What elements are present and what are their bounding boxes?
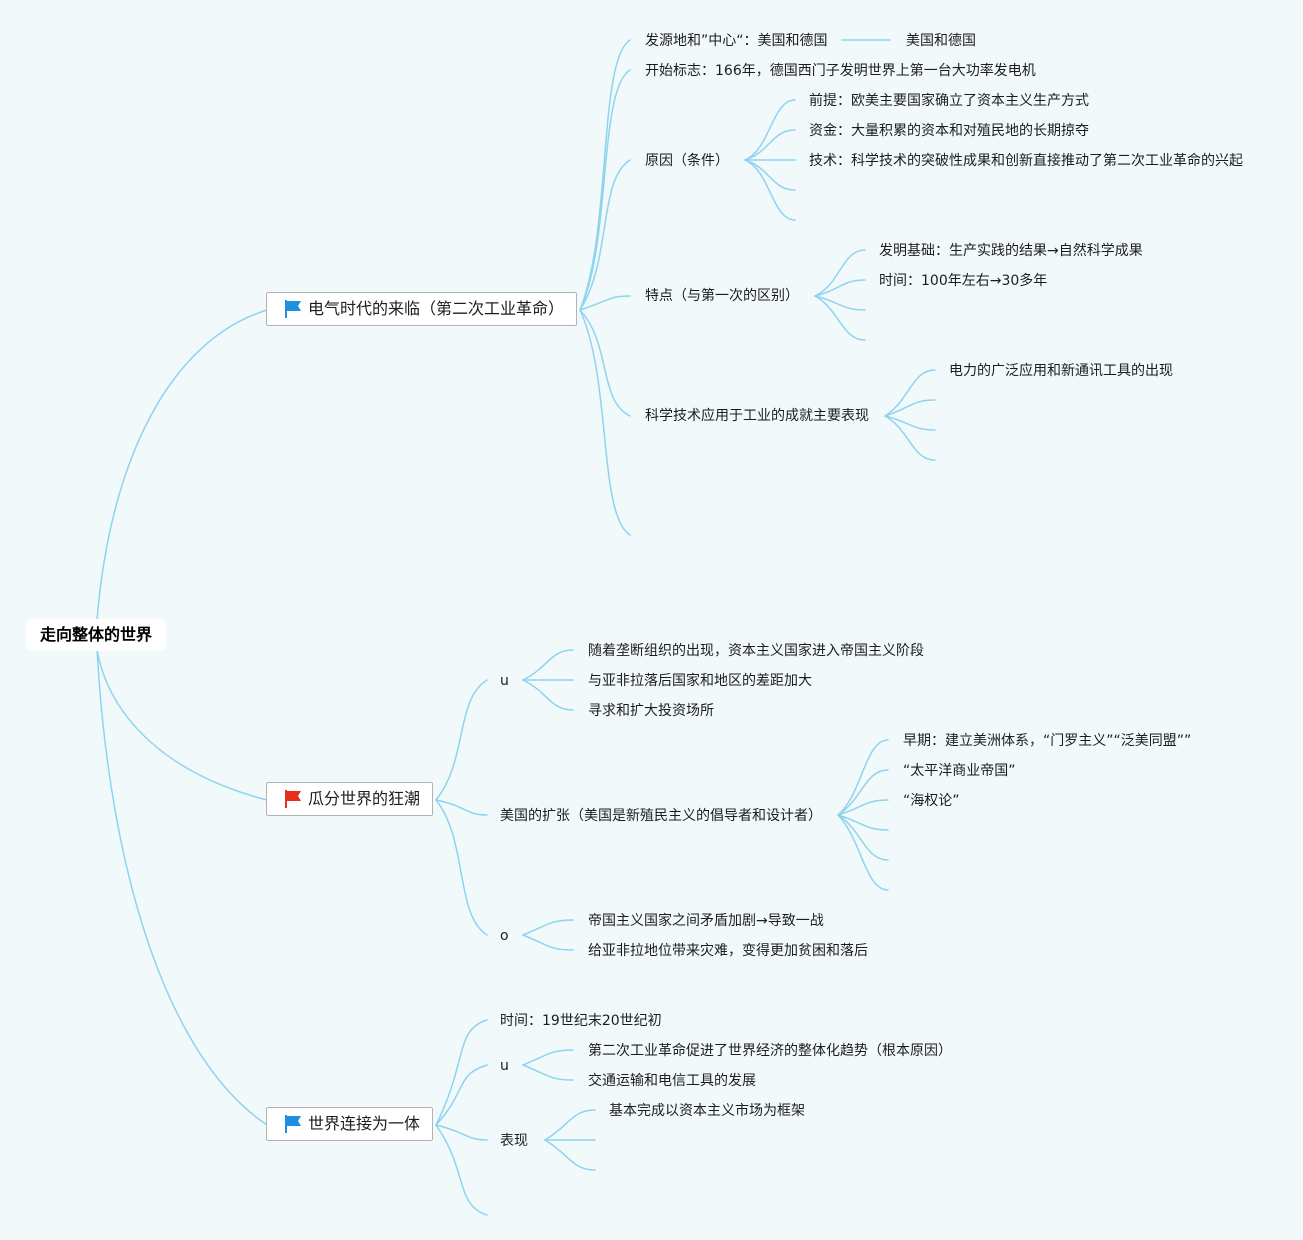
branch-topic-label: 电气时代的来临（第二次工业革命） <box>308 299 565 318</box>
link-b0c2-g3 <box>744 159 796 191</box>
topic-origin[interactable]: 发源地和”中心“：美国和德国 <box>645 33 828 49</box>
link-b0c3-g0 <box>814 249 866 297</box>
topic-reason-technology[interactable]: 技术：科学技术的突破性成果和创新直接推动了第二次工业革命的兴起 <box>809 153 1243 169</box>
topic-feature-invention-basis[interactable]: 发明基础：生产实践的结果→自然科学成果 <box>879 243 1143 259</box>
link-b0-c4 <box>579 309 631 417</box>
link-b1c1-g3 <box>837 814 889 831</box>
link-root-b1 <box>96 649 268 801</box>
link-b0-c2 <box>579 159 631 311</box>
topic-reason-premise[interactable]: 前提：欧美主要国家确立了资本主义生产方式 <box>809 93 1089 109</box>
link-b1c0-g0 <box>522 649 574 681</box>
topic-investment[interactable]: 寻求和扩大投资场所 <box>588 703 714 719</box>
topic-gap-widens[interactable]: 与亚非拉落后国家和地区的差距加大 <box>588 673 812 689</box>
link-b1c1-g5 <box>837 814 889 891</box>
topic-early-period[interactable]: 早期：建立美洲体系，“门罗主义”“泛美同盟”” <box>903 733 1192 749</box>
link-b0c2-g4 <box>744 159 796 221</box>
link-b0c4-g0 <box>884 369 936 417</box>
branch-topic-label: 世界连接为一体 <box>308 1114 421 1133</box>
branch-topic-world-connected[interactable]: 世界连接为一体 <box>266 1107 434 1141</box>
link-b0-c1 <box>579 69 631 311</box>
topic-feature-time[interactable]: 时间：100年左右→30多年 <box>879 273 1048 289</box>
flag-icon <box>283 1114 303 1134</box>
topic-sea-power[interactable]: “海权论” <box>903 793 960 809</box>
link-b2-c1 <box>435 1064 488 1126</box>
topic-transport[interactable]: 交通运输和电信工具的发展 <box>588 1073 756 1089</box>
root-topic-label: 走向整体的世界 <box>40 625 153 644</box>
link-b0c3-g3 <box>814 295 866 341</box>
topic-start-sign[interactable]: 开始标志：166年，德国西门子发明世界上第一台大功率发电机 <box>645 63 1036 79</box>
flag-icon <box>283 299 303 319</box>
topic-u-marker-2[interactable]: u <box>500 1058 509 1074</box>
link-b0c3-g1 <box>814 279 866 297</box>
link-b2-c3 <box>435 1124 488 1216</box>
topic-o-marker[interactable]: o <box>500 928 509 944</box>
topic-conflict-ww1[interactable]: 帝国主义国家之间矛盾加剧→导致一战 <box>588 913 824 929</box>
topic-reason-capital[interactable]: 资金：大量积累的资本和对殖民地的长期掠夺 <box>809 123 1089 139</box>
link-b0c4-g2 <box>884 415 936 431</box>
root-topic[interactable]: 走向整体的世界 <box>26 619 167 651</box>
link-root-b0 <box>96 309 268 621</box>
topic-pacific-empire[interactable]: “太平洋商业帝国” <box>903 763 1016 779</box>
link-b0c4-g3 <box>884 415 936 461</box>
link-b2c2-g2 <box>544 1139 596 1171</box>
link-b0c3-g2 <box>814 295 866 311</box>
link-b2c1-g0 <box>522 1049 574 1066</box>
link-b0-c3 <box>579 295 631 311</box>
link-b0c2-g0 <box>744 99 796 161</box>
topic-manifestation[interactable]: 表现 <box>500 1133 528 1149</box>
topic-achievements[interactable]: 科学技术应用于工业的成就主要表现 <box>645 408 869 424</box>
branch-topic-partition[interactable]: 瓜分世界的狂潮 <box>266 782 434 816</box>
link-b0c4-g1 <box>884 399 936 417</box>
link-b1c0-g2 <box>522 679 574 711</box>
link-b2c1-g1 <box>522 1064 574 1081</box>
link-b1c1-g0 <box>837 739 889 816</box>
branch-topic-electric-age[interactable]: 电气时代的来临（第二次工业革命） <box>266 292 578 326</box>
link-b1c1-g4 <box>837 814 889 861</box>
link-b1-c1 <box>435 799 488 816</box>
link-b0c2-g1 <box>744 129 796 161</box>
link-b1c1-g2 <box>837 799 889 816</box>
topic-disaster[interactable]: 给亚非拉地位带来灾难，变得更加贫困和落后 <box>588 943 868 959</box>
link-b1c2-g0 <box>522 919 574 936</box>
topic-u-marker[interactable]: u <box>500 673 509 689</box>
topic-achievement-electricity[interactable]: 电力的广泛应用和新通讯工具的出现 <box>949 363 1173 379</box>
topic-market-framework[interactable]: 基本完成以资本主义市场为框架 <box>609 1103 805 1119</box>
link-b0-c5 <box>579 309 631 536</box>
topic-origin-countries[interactable]: 美国和德国 <box>906 33 976 49</box>
branch-topic-label: 瓜分世界的狂潮 <box>308 789 421 808</box>
topic-features[interactable]: 特点（与第一次的区别） <box>645 288 799 304</box>
topic-reasons[interactable]: 原因（条件） <box>645 153 729 169</box>
link-b2-c0 <box>435 1019 488 1126</box>
link-b1c1-g1 <box>837 769 889 816</box>
link-b0-c0 <box>579 39 631 311</box>
link-b2-c2 <box>435 1124 488 1141</box>
topic-us-expansion[interactable]: 美国的扩张（美国是新殖民主义的倡导者和设计者） <box>500 808 822 824</box>
topic-imperialism-stage[interactable]: 随着垄断组织的出现，资本主义国家进入帝国主义阶段 <box>588 643 924 659</box>
link-root-b2 <box>96 649 268 1126</box>
topic-period[interactable]: 时间：19世纪末20世纪初 <box>500 1013 662 1029</box>
topic-root-cause[interactable]: 第二次工业革命促进了世界经济的整体化趋势（根本原因） <box>588 1043 952 1059</box>
link-b1-c0 <box>435 679 488 801</box>
flag-icon <box>283 789 303 809</box>
link-b1-c2 <box>435 799 488 936</box>
link-b2c2-g0 <box>544 1109 596 1141</box>
link-b1c2-g1 <box>522 934 574 951</box>
